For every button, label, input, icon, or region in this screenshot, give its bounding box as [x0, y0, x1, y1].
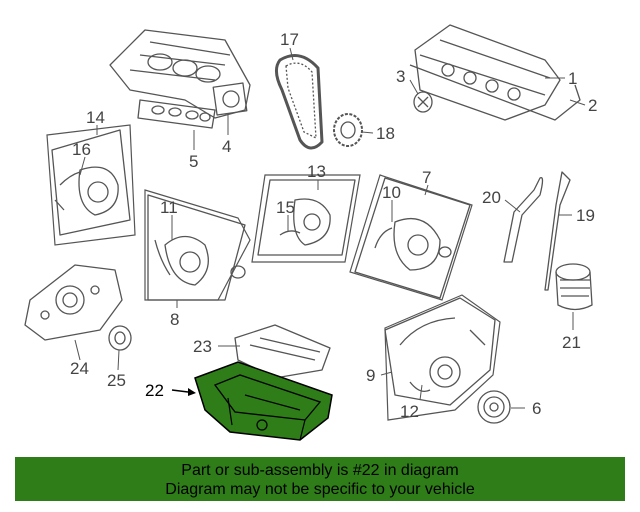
label-13: 13 [307, 162, 326, 181]
label-4: 4 [222, 137, 231, 156]
label-22: 22 [145, 381, 164, 400]
label-5: 5 [189, 152, 198, 171]
label-20: 20 [482, 188, 501, 207]
oil-seal-part [108, 325, 132, 351]
label-15: 15 [276, 198, 295, 217]
banner-line-1: Part or sub-assembly is #22 in diagram [181, 462, 459, 479]
label-6: 6 [532, 399, 541, 418]
label-1: 1 [568, 69, 577, 88]
rear-timing-cover-part [51, 129, 131, 236]
parts-diagram: 1 2 3 4 5 6 7 8 9 10 11 12 13 14 15 16 1… [24, 24, 597, 441]
banner-line-2: Diagram may not be specific to your vehi… [165, 481, 475, 498]
label-3: 3 [396, 67, 405, 86]
lower-timing-cover-part [147, 194, 246, 301]
label-23: 23 [193, 337, 212, 356]
label-19: 19 [576, 206, 595, 225]
front-timing-cover-part [354, 177, 471, 299]
label-2: 2 [588, 96, 597, 115]
label-18: 18 [376, 124, 395, 143]
label-7: 7 [422, 168, 431, 187]
intake-gasket-part [137, 99, 216, 129]
label-9: 9 [366, 366, 375, 385]
label-25: 25 [107, 371, 126, 390]
baffle-plate-part [234, 324, 331, 379]
intake-manifold-part [109, 29, 251, 119]
oil-pan-part-highlighted[interactable] [194, 361, 333, 441]
oil-pump-part [24, 264, 123, 341]
label-14: 14 [86, 108, 105, 127]
callout-box-7 [349, 174, 473, 301]
callout-box-9 [384, 294, 501, 421]
label-16: 16 [72, 140, 91, 159]
crankshaft-pulley-part [477, 390, 511, 424]
label-24: 24 [70, 359, 89, 378]
oil-filter-part [555, 263, 593, 311]
label-21: 21 [562, 333, 581, 352]
camshaft-pulley-part [333, 113, 363, 147]
label-8: 8 [170, 310, 179, 329]
dipstick-part [503, 171, 571, 291]
label-17: 17 [280, 30, 299, 49]
timing-cover-part [257, 179, 356, 256]
label-11: 11 [160, 198, 178, 217]
engine-case-part [384, 297, 496, 406]
callout-box-8 [144, 189, 251, 301]
timing-belt-part [275, 54, 324, 150]
callout-box-13 [251, 174, 361, 263]
label-12: 12 [400, 402, 419, 421]
label-10: 10 [382, 183, 401, 202]
info-banner: Part or sub-assembly is #22 in diagram D… [15, 457, 625, 501]
valve-cover-part [409, 24, 581, 121]
callout-box-14 [46, 124, 136, 246]
